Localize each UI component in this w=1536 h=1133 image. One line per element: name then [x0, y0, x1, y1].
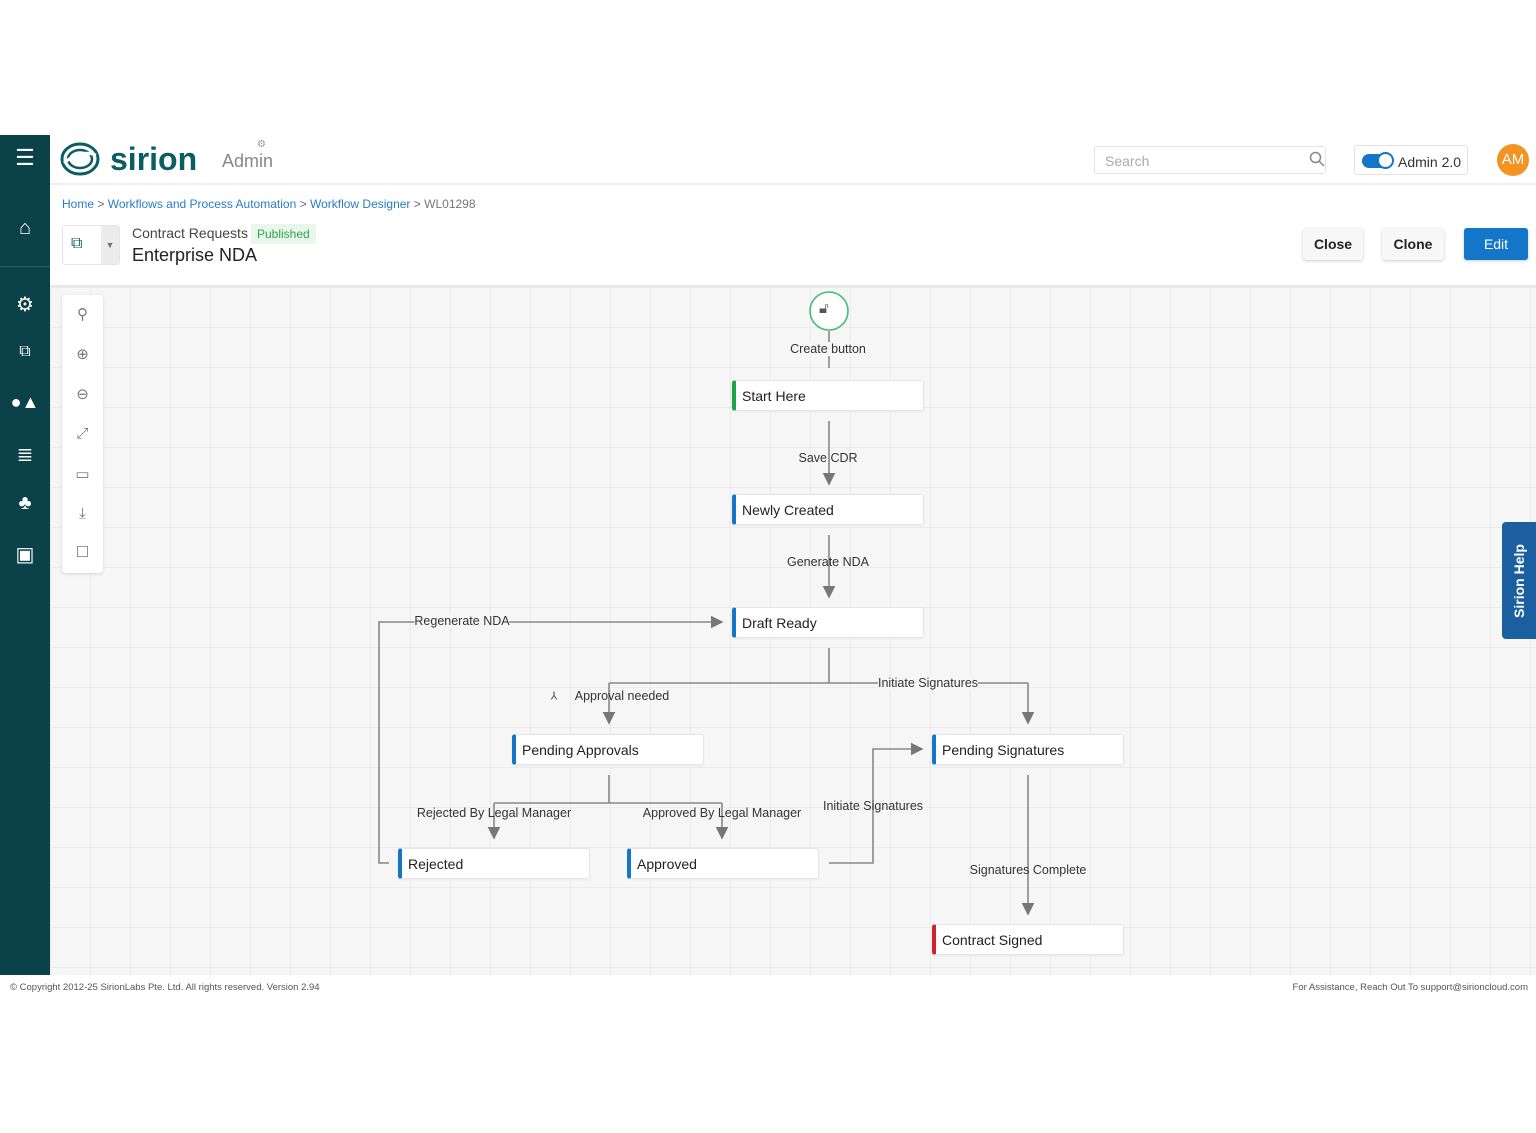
node-pending-approvals[interactable]: Pending Approvals — [512, 734, 704, 765]
chevron-down-icon[interactable]: ▼ — [101, 226, 119, 264]
admin-gear-icon: ⚙ — [257, 139, 266, 150]
shapes-icon[interactable]: ●▲ — [10, 392, 40, 412]
rectangle-icon[interactable]: ▭ — [75, 466, 90, 483]
edge-label-rejected-by: Rejected By Legal Manager — [416, 806, 572, 820]
search-icon[interactable] — [1309, 151, 1325, 167]
support-text: For Assistance, Reach Out To support@sir… — [1292, 982, 1528, 993]
edge-label-approval: Approval needed — [574, 689, 670, 703]
page-title: Enterprise NDA — [132, 245, 258, 265]
breadcrumb-current: WL01298 — [424, 197, 476, 211]
sirion-logo-icon — [60, 142, 100, 176]
copyright: © Copyright 2012-25 SirionLabs Pte. Ltd.… — [10, 982, 320, 993]
search-tool-icon[interactable]: ⚲ — [77, 306, 88, 323]
edge-label-complete: Signatures Complete — [969, 863, 1087, 877]
edge-label-save: Save CDR — [798, 451, 858, 465]
start-circle — [809, 291, 849, 331]
node-pending-signatures[interactable]: Pending Signatures — [932, 734, 1124, 765]
edge-pa-split — [494, 775, 722, 804]
settings-icon[interactable]: ⚙ — [16, 294, 34, 316]
toggle-label: Admin 2.0 — [1398, 154, 1462, 170]
workflow-icon: ⧉ — [71, 235, 83, 252]
node-draft-ready[interactable]: Draft Ready — [732, 607, 924, 638]
canvas-toolbar: ⚲ ⊕ ⊖ ⤢ ▭ ⤓ ☐ — [62, 295, 103, 573]
node-newly-created[interactable]: Newly Created — [732, 494, 924, 525]
edge-initiate2 — [829, 742, 924, 864]
toggle-switch[interactable] — [1362, 152, 1394, 169]
home-icon[interactable]: ⌂ — [18, 217, 32, 239]
breadcrumb-designer[interactable]: Workflow Designer — [309, 197, 411, 211]
edge-label-create: Create button — [790, 342, 866, 356]
zoom-in-icon[interactable]: ⊕ — [76, 346, 89, 363]
search-input[interactable]: Search — [1094, 146, 1326, 174]
download-icon[interactable]: ⤓ — [79, 505, 86, 522]
menu-icon[interactable]: ☰ — [15, 145, 35, 170]
help-label: Sirion Help — [1511, 543, 1527, 618]
edit-button[interactable]: Edit — [1464, 228, 1528, 260]
edge-regenerate — [378, 615, 724, 864]
checkbox-icon[interactable]: ☐ — [75, 544, 90, 561]
page-category: Contract Requests — [132, 225, 248, 241]
breadcrumb-home[interactable]: Home — [62, 197, 95, 211]
admin-version-toggle[interactable]: Admin 2.0 — [1354, 145, 1468, 175]
node-approved[interactable]: Approved — [627, 848, 819, 879]
avatar[interactable]: AM — [1497, 144, 1529, 176]
edge-label-initiate2: Initiate Signatures — [822, 799, 924, 813]
node-rejected[interactable]: Rejected — [398, 848, 590, 879]
footer: © Copyright 2012-25 SirionLabs Pte. Ltd.… — [0, 976, 1536, 998]
inbox-icon[interactable]: ▣ — [15, 544, 35, 566]
fit-screen-icon[interactable]: ⤢ — [76, 425, 89, 442]
node-start-here[interactable]: Start Here — [732, 380, 924, 411]
edge-label-initiate1: Initiate Signatures — [877, 676, 979, 690]
breadcrumb-workflows[interactable]: Workflows and Process Automation — [107, 197, 297, 211]
sirion-help-button[interactable]: Sirion Help — [1502, 522, 1536, 639]
workflow-type-dropdown[interactable]: ⧉ ▼ — [62, 225, 120, 265]
branch-icon: ⅄ — [550, 690, 558, 703]
node-contract-signed[interactable]: Contract Signed — [932, 924, 1124, 955]
search-placeholder: Search — [1105, 153, 1150, 169]
top-bar — [50, 135, 1536, 185]
zoom-out-icon[interactable]: ⊖ — [76, 386, 89, 403]
status-badge: Published — [251, 224, 316, 244]
unlock-icon[interactable]: 🔓︎ — [819, 300, 829, 317]
hierarchy-icon[interactable]: ♣ — [18, 492, 32, 514]
brand-name: sirion — [110, 141, 198, 177]
database-icon[interactable]: ≣ — [16, 444, 34, 466]
edge-label-approved-by: Approved By Legal Manager — [642, 806, 802, 820]
edge-label-regenerate: Regenerate NDA — [414, 614, 510, 628]
clone-button[interactable]: Clone — [1382, 228, 1444, 260]
brand-suffix: Admin — [222, 151, 274, 171]
sidebar: ☰ ⌂ ⚙ ⧉ ●▲ ≣ ♣ ▣ — [0, 135, 50, 975]
breadcrumb: Home > Workflows and Process Automation … — [62, 197, 476, 211]
edge-label-generate: Generate NDA — [787, 555, 869, 569]
close-button[interactable]: Close — [1303, 228, 1363, 260]
workflow-icon[interactable]: ⧉ — [19, 343, 31, 360]
